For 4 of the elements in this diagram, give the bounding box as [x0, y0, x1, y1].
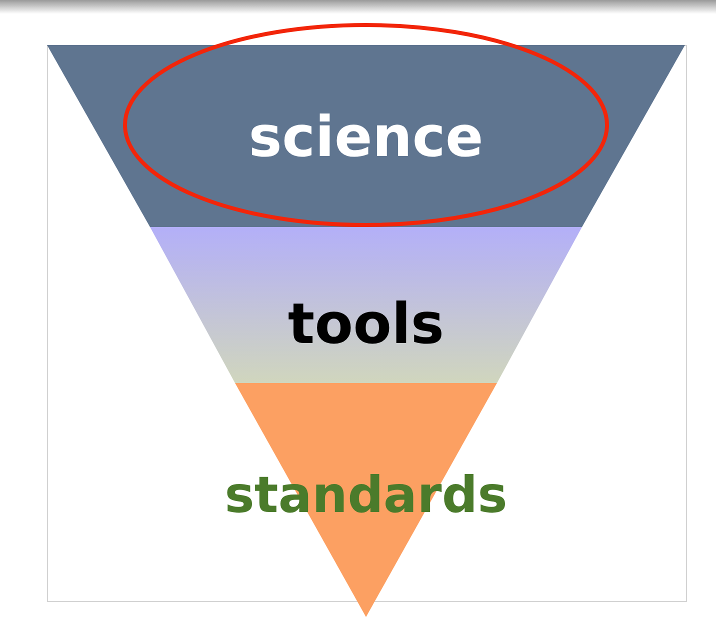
band-label: tools [286, 297, 446, 353]
funnel-band [47, 45, 685, 227]
funnel-band [150, 227, 582, 383]
band-label: science [248, 110, 484, 166]
